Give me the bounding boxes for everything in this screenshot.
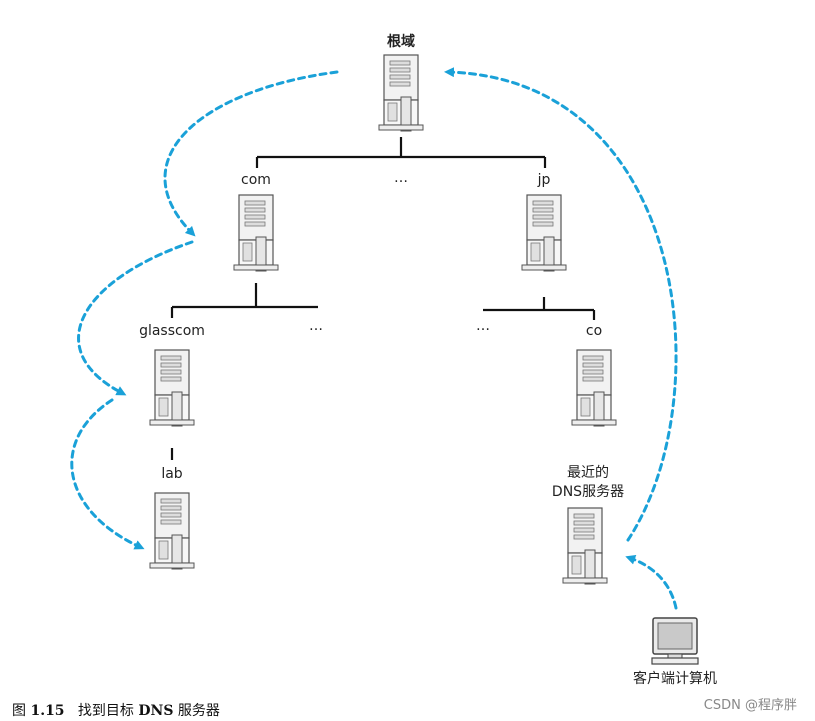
root-label: 根域: [387, 34, 415, 50]
arrow-client-to-dns: [625, 554, 678, 610]
lab-server-icon: [149, 492, 195, 570]
caption-text-bold: DNS: [138, 703, 174, 719]
arrow-com-to-glasscom: [77, 240, 194, 396]
jp-server-icon: [521, 194, 567, 272]
arrow-root-to-com: [163, 70, 339, 237]
arrow-dns-to-root: [444, 67, 678, 542]
com-server-icon: [233, 194, 279, 272]
root-server-icon: [378, 54, 424, 132]
watermark: CSDN @程序胖: [703, 698, 797, 713]
nearest-dns-label-line2: DNS服务器: [551, 484, 625, 500]
figure-number: 1.15: [30, 703, 65, 719]
nearest-dns-server-icon: [562, 507, 608, 585]
lab-label: lab: [161, 466, 183, 482]
co-server-icon: [571, 349, 617, 427]
figure-caption: 图 1.15 找到目标 DNS 服务器: [12, 700, 220, 720]
ellipsis-jp: …: [476, 318, 490, 334]
caption-text-before: 找到目标: [77, 703, 134, 719]
glasscom-server-icon: [149, 349, 195, 427]
com-label: com: [241, 172, 271, 188]
glasscom-label: glasscom: [139, 323, 205, 339]
co-label: co: [585, 323, 603, 339]
tree-lines: [170, 137, 596, 460]
caption-text-after: 服务器: [177, 703, 220, 719]
ellipsis-com: …: [309, 318, 323, 334]
client-label: 客户端计算机: [633, 671, 717, 687]
nearest-dns-label-line1: 最近的: [567, 465, 609, 481]
arrow-glasscom-to-lab: [70, 398, 145, 550]
figure-prefix: 图: [12, 703, 26, 719]
jp-label: jp: [537, 172, 551, 188]
query-arrows: [70, 67, 678, 610]
ellipsis-top: …: [394, 170, 408, 186]
client-computer-icon: [651, 617, 699, 665]
